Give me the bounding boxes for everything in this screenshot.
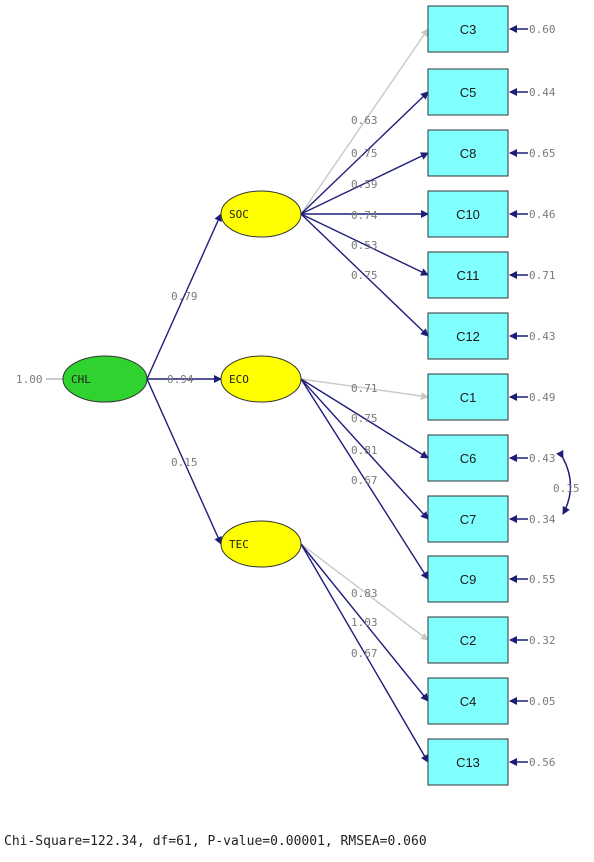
loading-path-c7 bbox=[300, 378, 429, 520]
indicator-c12: C12 bbox=[427, 312, 509, 360]
loading-path-c13 bbox=[300, 543, 429, 763]
error-label-c8: 0.65 bbox=[529, 147, 556, 160]
loading-label-c9: 0.67 bbox=[351, 474, 378, 487]
indicator-label-c1: C1 bbox=[460, 390, 477, 405]
loading-path-c3 bbox=[300, 28, 429, 215]
latent-label-eco: ECO bbox=[229, 373, 249, 386]
loading-path-c12 bbox=[300, 213, 429, 337]
error-label-c9: 0.55 bbox=[529, 573, 556, 586]
loading-label-c2: 0.83 bbox=[351, 587, 378, 600]
loading-path-c1 bbox=[300, 378, 429, 400]
indicator-box-c13 bbox=[427, 738, 509, 786]
loading-label-c11: 0.53 bbox=[351, 239, 378, 252]
error-label-c10: 0.46 bbox=[529, 208, 556, 221]
loading-label-c1: 0.71 bbox=[351, 382, 378, 395]
indicator-c8: C8 bbox=[427, 129, 509, 177]
indicator-box-c7 bbox=[427, 495, 509, 543]
loading-path-c5 bbox=[300, 91, 429, 215]
indicator-c13: C13 bbox=[427, 738, 509, 786]
error-label-c2: 0.32 bbox=[529, 634, 556, 647]
error-label-c13: 0.56 bbox=[529, 756, 556, 769]
loading-label-c6: 0.75 bbox=[351, 412, 378, 425]
error-covariance-arc bbox=[556, 449, 572, 515]
loading-label-c7: 0.81 bbox=[351, 444, 378, 457]
loading-path-c2 bbox=[300, 543, 429, 641]
indicator-c2: C2 bbox=[427, 616, 509, 664]
indicator-label-c4: C4 bbox=[460, 694, 477, 709]
path-chl-tec bbox=[146, 378, 222, 545]
indicator-label-c9: C9 bbox=[460, 572, 477, 587]
error-label-c6: 0.43 bbox=[529, 452, 556, 465]
indicator-label-c13: C13 bbox=[456, 755, 480, 770]
indicator-box-c11 bbox=[427, 251, 509, 299]
error-label-c1: 0.49 bbox=[529, 391, 556, 404]
loading-label-c4: 1.03 bbox=[351, 616, 378, 629]
loading-path-c4 bbox=[300, 543, 429, 702]
latent-label-soc: SOC bbox=[229, 208, 249, 221]
path-chl-eco-label: 0.94 bbox=[167, 373, 194, 386]
indicator-label-c7: C7 bbox=[460, 512, 477, 527]
indicator-c9: C9 bbox=[427, 555, 509, 603]
error-label-c5: 0.44 bbox=[529, 86, 556, 99]
error-label-c7: 0.34 bbox=[529, 513, 556, 526]
latent-soc: SOC bbox=[220, 190, 302, 238]
loading-label-c10: 0.74 bbox=[351, 209, 378, 222]
indicator-box-c10 bbox=[427, 190, 509, 238]
loading-path-c8 bbox=[300, 152, 429, 215]
indicator-c4: C4 bbox=[427, 677, 509, 725]
error-covariance-label: 0.15 bbox=[553, 482, 580, 495]
indicator-c3: C3 bbox=[427, 5, 509, 53]
indicator-label-c6: C6 bbox=[460, 451, 477, 466]
path-chl-soc bbox=[146, 213, 222, 380]
latent-ellipse-chl bbox=[62, 355, 148, 403]
indicator-label-c12: C12 bbox=[456, 329, 480, 344]
indicator-box-c9 bbox=[427, 555, 509, 603]
indicator-c11: C11 bbox=[427, 251, 509, 299]
loading-path-c6 bbox=[300, 378, 429, 459]
indicator-label-c11: C11 bbox=[457, 268, 480, 283]
latent-tec: TEC bbox=[220, 520, 302, 568]
chl-variance-label: 1.00 bbox=[16, 373, 43, 386]
loading-label-c8: 0.59 bbox=[351, 178, 378, 191]
indicator-c10: C10 bbox=[427, 190, 509, 238]
indicator-box-c1 bbox=[427, 373, 509, 421]
latent-ellipse-tec bbox=[220, 520, 302, 568]
indicator-c6: C6 bbox=[427, 434, 509, 482]
loading-label-c13: 0.67 bbox=[351, 647, 378, 660]
indicator-box-c12 bbox=[427, 312, 509, 360]
latent-eco: ECO bbox=[220, 355, 302, 403]
latent-chl: CHL bbox=[62, 355, 148, 403]
loading-label-c12: 0.75 bbox=[351, 269, 378, 282]
indicator-box-c3 bbox=[427, 5, 509, 53]
indicator-label-c3: C3 bbox=[460, 22, 477, 37]
indicator-c5: C5 bbox=[427, 68, 509, 116]
indicator-c7: C7 bbox=[427, 495, 509, 543]
loading-path-c9 bbox=[300, 378, 429, 580]
latent-ellipse-soc bbox=[220, 190, 302, 238]
indicator-box-c4 bbox=[427, 677, 509, 725]
error-label-c3: 0.60 bbox=[529, 23, 556, 36]
indicator-box-c8 bbox=[427, 129, 509, 177]
indicator-label-c2: C2 bbox=[460, 633, 477, 648]
error-label-c11: 0.71 bbox=[529, 269, 556, 282]
indicator-label-c8: C8 bbox=[460, 146, 477, 161]
indicator-box-c6 bbox=[427, 434, 509, 482]
indicator-c1: C1 bbox=[427, 373, 509, 421]
path-chl-tec-label: 0.15 bbox=[171, 456, 198, 469]
error-label-c12: 0.43 bbox=[529, 330, 556, 343]
error-label-c4: 0.05 bbox=[529, 695, 556, 708]
path-chl-soc-label: 0.79 bbox=[171, 290, 198, 303]
indicator-label-c10: C10 bbox=[456, 207, 480, 222]
indicator-label-c5: C5 bbox=[460, 85, 477, 100]
indicator-box-c5 bbox=[427, 68, 509, 116]
loading-path-c11 bbox=[300, 213, 429, 276]
latent-label-chl: CHL bbox=[71, 373, 91, 386]
indicator-box-c2 bbox=[427, 616, 509, 664]
loading-label-c3: 0.63 bbox=[351, 114, 378, 127]
fit-statistics: Chi-Square=122.34, df=61, P-value=0.0000… bbox=[4, 834, 427, 849]
latent-ellipse-eco bbox=[220, 355, 302, 403]
loading-label-c5: 0.75 bbox=[351, 147, 378, 160]
latent-label-tec: TEC bbox=[229, 538, 249, 551]
